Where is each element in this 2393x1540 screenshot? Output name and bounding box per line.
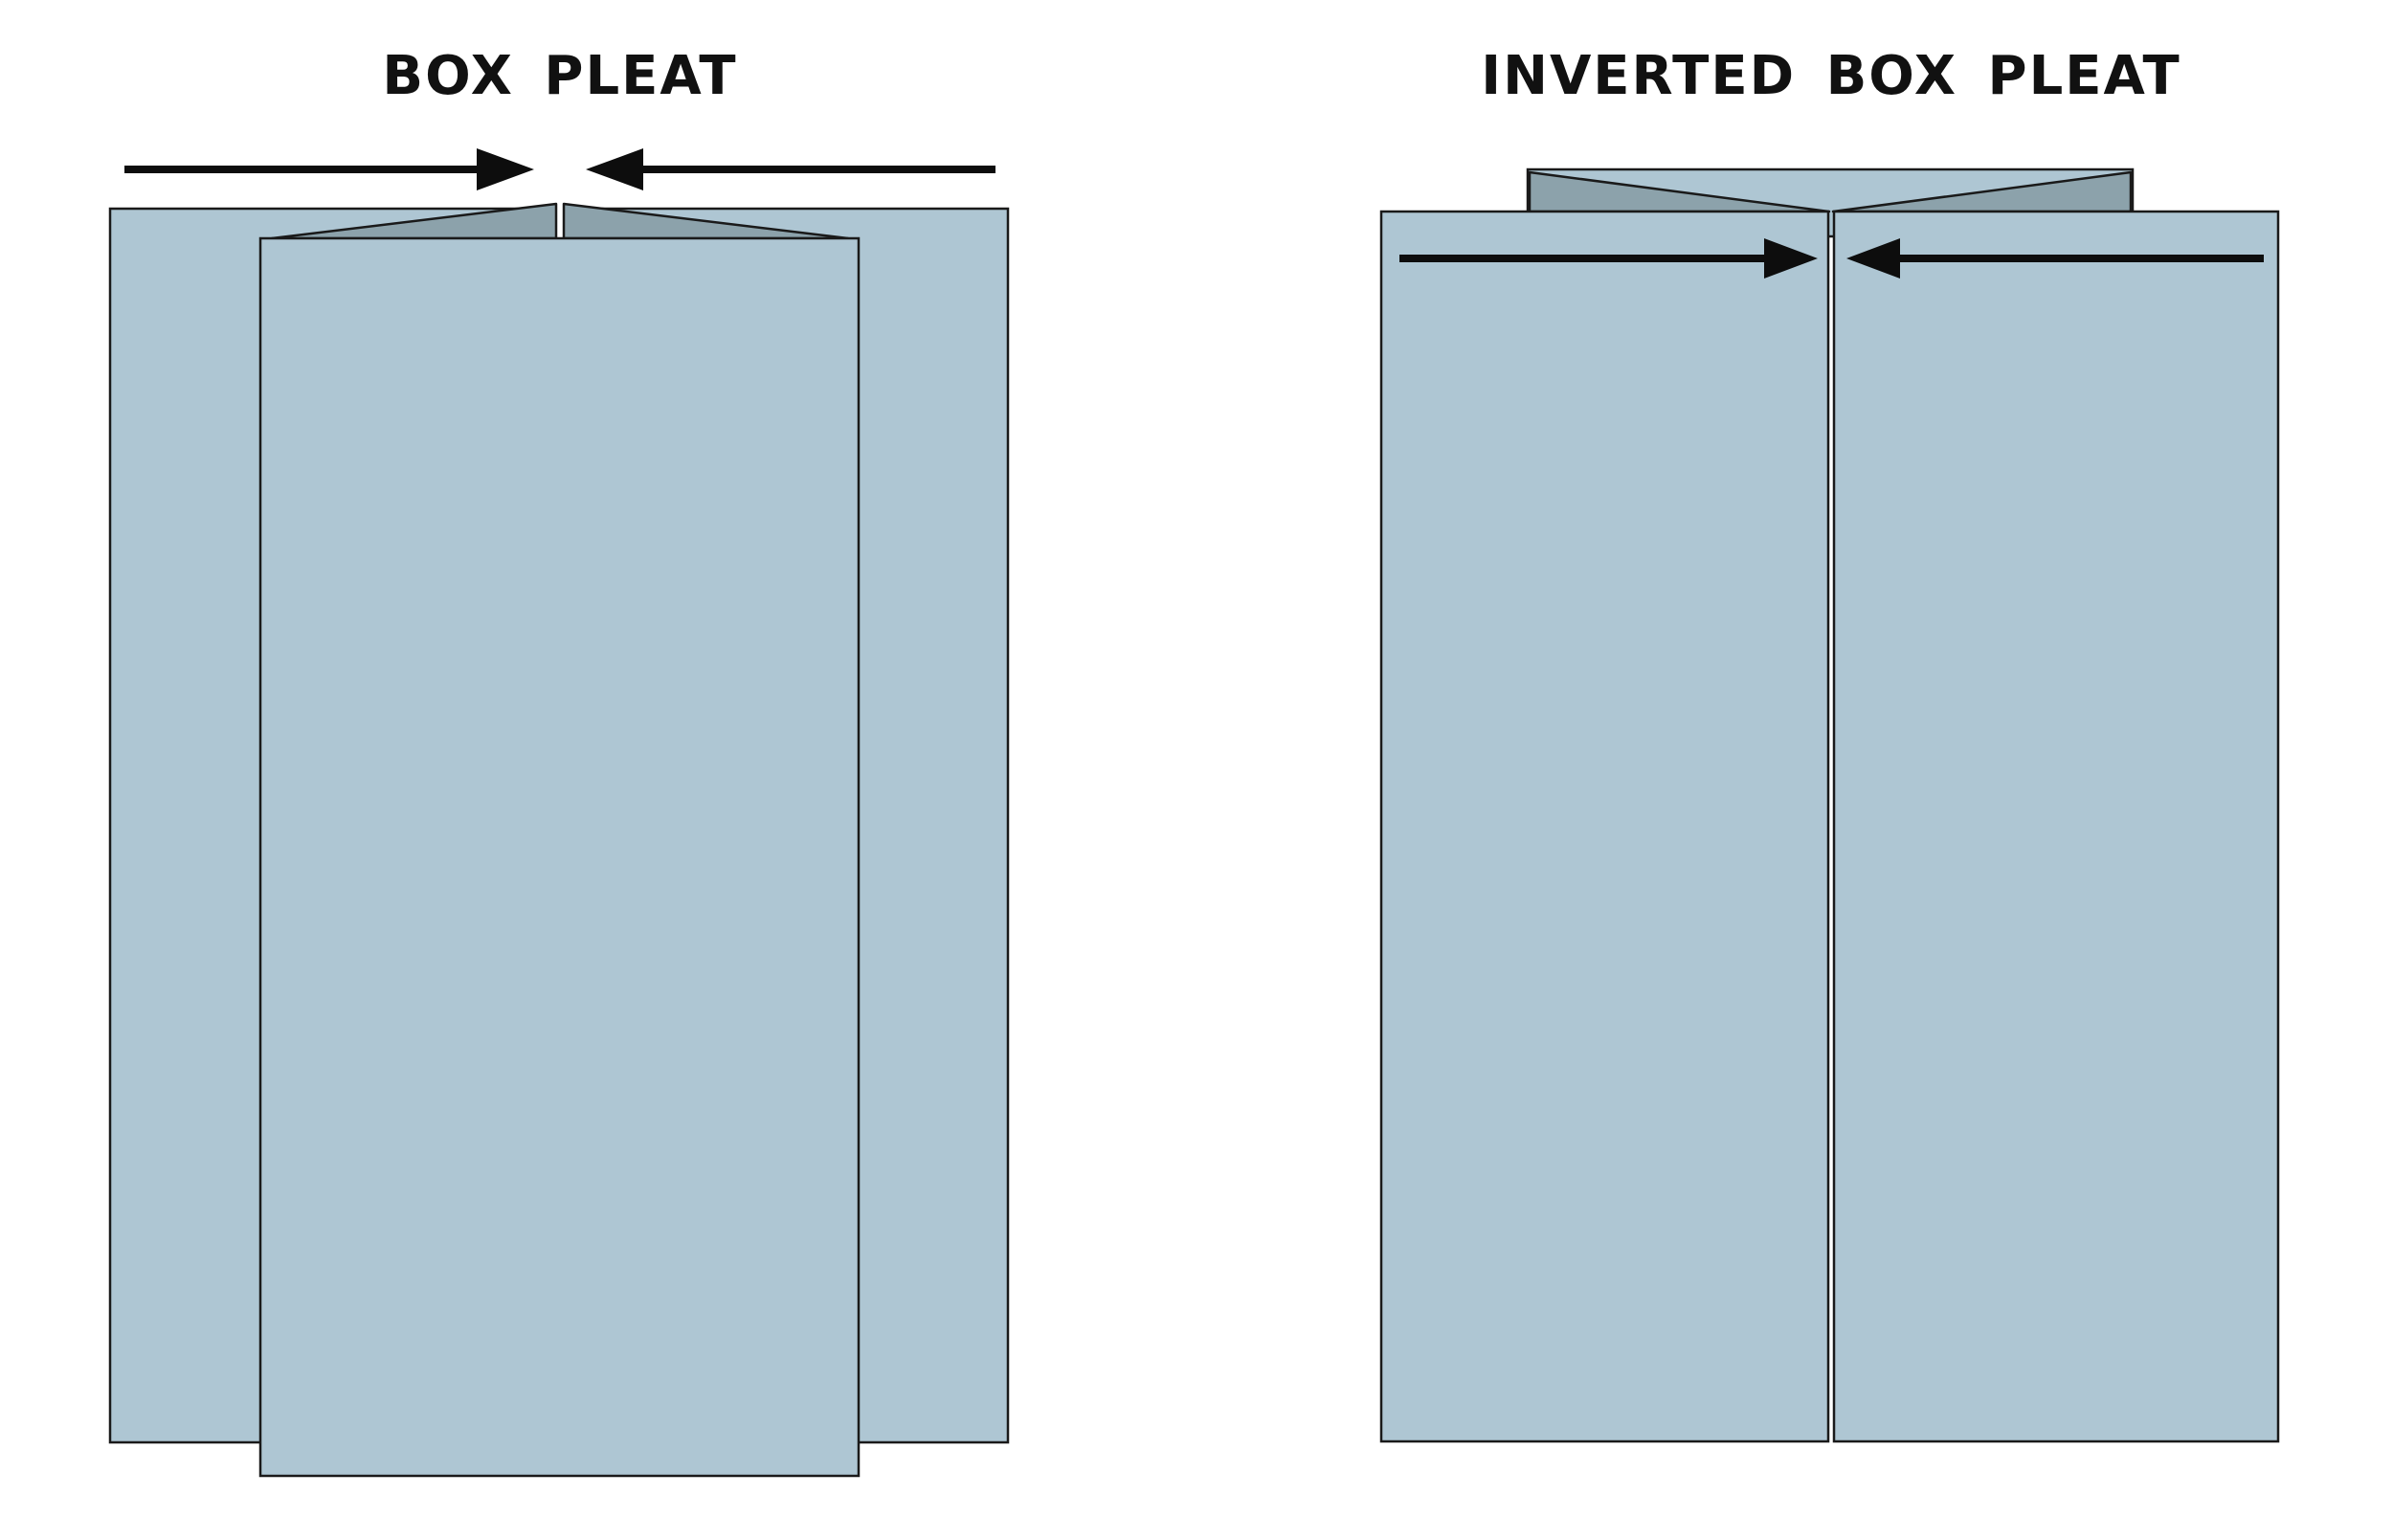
- box-pleat-title: BOX PLEAT: [382, 45, 738, 107]
- inverted-box-pleat-title: INVERTED BOX PLEAT: [1481, 45, 2181, 107]
- pleat-opening-gap: [556, 201, 564, 239]
- front-fabric-panel-left: [1379, 210, 1830, 1443]
- fold-direction-arrow-right-icon: [1399, 238, 1818, 279]
- front-fabric-panel-right: [1832, 210, 2280, 1443]
- figure-box-pleat: [108, 148, 1010, 1478]
- front-fabric-panel: [258, 236, 861, 1478]
- fold-direction-arrow-left-icon: [586, 148, 995, 190]
- figure-inverted-box-pleat: [1379, 167, 2280, 1443]
- fold-direction-arrow-right-icon: [124, 148, 534, 190]
- fold-direction-arrow-left-icon: [1846, 238, 2264, 279]
